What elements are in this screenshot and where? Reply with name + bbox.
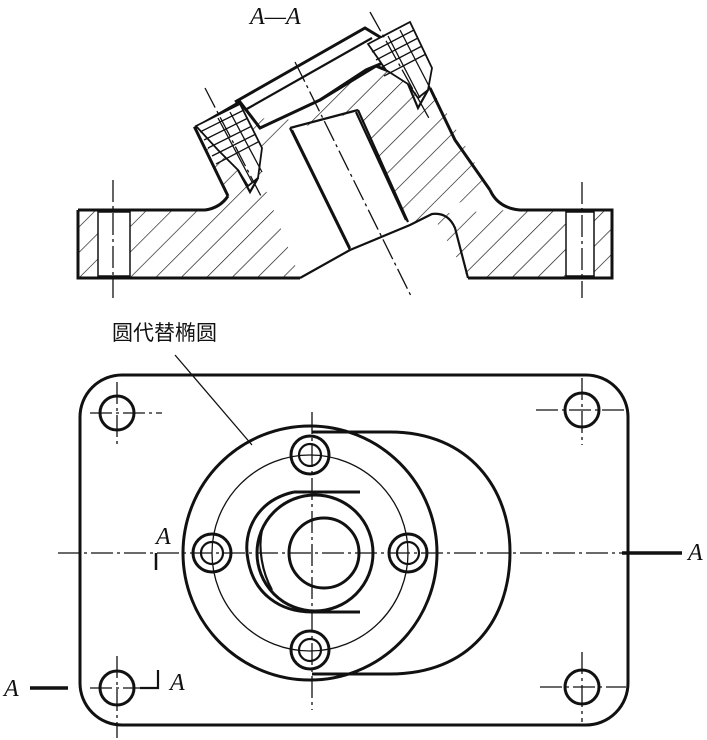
section-view: A—A	[76, 4, 614, 299]
flange-hole-top	[289, 434, 331, 476]
bolt-right	[366, 20, 433, 111]
section-title: A—A	[248, 4, 301, 30]
cut-label-left-top: A	[154, 524, 171, 550]
base-plate	[76, 189, 614, 280]
cut-plane-bottom-bracket	[140, 670, 160, 690]
base-hole-left	[97, 211, 131, 277]
plan-view: A A A A	[2, 373, 703, 738]
leader-line	[174, 354, 253, 446]
cut-label-bottom-right: A	[168, 670, 185, 696]
section-axis-bolt-left	[204, 87, 263, 199]
inclined-boss	[193, 26, 492, 278]
base-hole-right	[565, 211, 595, 277]
cut-label-bottom-left: A	[2, 676, 19, 702]
cut-label-right: A	[686, 540, 703, 566]
section-axis-main	[294, 61, 413, 299]
boss-outer	[245, 490, 360, 614]
annotation: 圆代替椭圆	[112, 321, 253, 446]
section-axis-bolt-right	[369, 11, 431, 121]
annotation-text: 圆代替椭圆	[112, 321, 217, 345]
base-plate-outline	[78, 373, 630, 727]
flange-outline	[312, 430, 512, 676]
flange-hole-bottom	[289, 629, 331, 671]
